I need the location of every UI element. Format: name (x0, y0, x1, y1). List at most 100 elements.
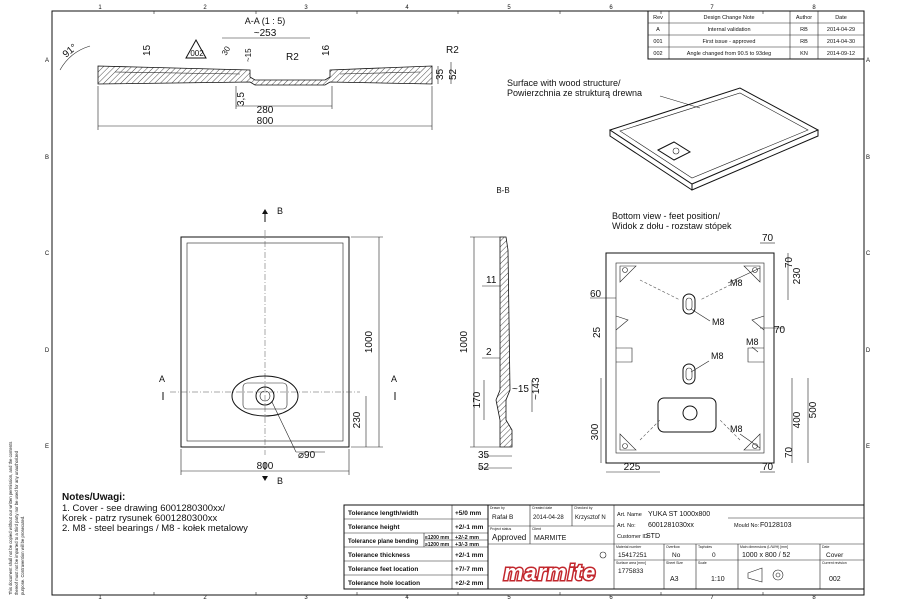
col-label: 4 (405, 595, 409, 600)
bv-dim-70a: 70 (762, 233, 774, 244)
tol-sub: ≥1200 mm (425, 542, 450, 548)
column-grid-bottom: 1 2 3 4 5 6 7 8 (98, 595, 816, 600)
dim-280: 280 (257, 105, 274, 116)
iso-label-1: Surface with wood structure/ (507, 78, 621, 88)
tb-checked: Krzysztof N (575, 515, 606, 521)
row-label: E (45, 444, 49, 450)
tb-label: Tapholes (698, 545, 712, 549)
tb-label: Drawn by (490, 506, 505, 510)
bb-dim-15: ~15 (512, 384, 529, 395)
tb-mould: F0128103 (760, 522, 792, 529)
row-label: D (45, 348, 50, 354)
bv-dim-70e: 70 (762, 462, 774, 473)
tolerance-table: Tolerance length/width +5/0 mm Tolerance… (343, 504, 489, 590)
col-label: 3 (304, 5, 308, 11)
dim-3-5: 3,5 (236, 92, 247, 106)
bv-dim-70c: 70 (774, 325, 786, 336)
notes-line: 2. M8 - steel bearings / M8 - kołek meta… (62, 523, 248, 534)
tb-label: Checked by (574, 506, 593, 510)
tb-label: Current revision (822, 561, 847, 565)
chamfer-label: 002 (190, 49, 204, 58)
rev-header: Author (796, 15, 812, 21)
top-dim-height: 1000 (364, 330, 375, 353)
rev-cell: KN (800, 51, 808, 57)
section-mark-a-right: A (391, 374, 397, 384)
m8-label: M8 (711, 351, 724, 361)
tol-label: Tolerance length/width (348, 510, 418, 517)
tol-value: +5/0 mm (455, 510, 481, 517)
tb-label: Date (822, 545, 829, 549)
tb-label: Mould No: (734, 523, 760, 529)
notes-line: Korek - patrz rysunek 6001280300xx (62, 513, 218, 524)
col-label: 7 (710, 5, 714, 11)
tol-value: +7/-7 mm (455, 566, 484, 573)
tb-label: Material number (616, 545, 642, 549)
tb-client: MARMITE (534, 535, 567, 542)
tol-label: Tolerance feet location (348, 566, 418, 573)
bb-dim-35: 35 (478, 450, 490, 461)
dim-r2b: R2 (446, 45, 459, 56)
bb-dim-52: 52 (478, 462, 490, 473)
row-label: D (866, 348, 871, 354)
rev-cell: RB (800, 27, 808, 33)
tb-status: Approved (492, 533, 526, 542)
dim-800: 800 (257, 116, 274, 127)
tol-label: Tolerance height (348, 524, 400, 531)
section-aa-profile (97, 65, 433, 86)
tb-drawn-by: Rafał B (492, 514, 513, 521)
dim-35: 35 (435, 68, 446, 80)
tol-label: Tolerance hole location (348, 580, 420, 587)
bb-dim-170: 170 (472, 391, 483, 408)
title-block: Drawn by Rafał B Created date 2014-04-28… (487, 504, 865, 590)
rev-header: Rev (653, 15, 663, 21)
notes-line: 1. Cover - see drawing 6001280300xx/ (62, 503, 226, 514)
rev-header: Design Change Note (703, 15, 754, 21)
row-label: B (45, 155, 49, 161)
col-label: 1 (98, 5, 102, 11)
tb-label: Art. No: (617, 523, 636, 529)
tb-revision: 002 (829, 576, 841, 583)
tb-label: Project status (490, 527, 511, 531)
tb-art-name: YUKA ST 1000x800 (648, 511, 710, 518)
bv-dim-400: 400 (792, 411, 803, 428)
marmite-logo: marmite (502, 551, 607, 587)
bv-dim-70b: 70 (784, 256, 795, 268)
m8-label: M8 (730, 424, 743, 434)
col-label: 6 (609, 595, 613, 600)
notes-title: Notes/Uwagi: (62, 492, 125, 503)
legal-line: thereof must not be imparted to a third … (14, 450, 19, 595)
iso-label-2: Powierzchnia ze strukturą drewna (507, 88, 642, 98)
bv-dim-500: 500 (808, 401, 819, 418)
rev-cell: 2014-04-29 (827, 27, 855, 33)
tol-sub: ≤1200 mm (425, 535, 450, 541)
row-label: A (866, 58, 870, 64)
rev-cell: Internal validation (707, 27, 750, 33)
tb-label: Art. Name (617, 512, 642, 518)
section-mark-b-top: B (277, 206, 283, 216)
bv-dim-225: 225 (624, 462, 641, 473)
top-dim-230: 230 (352, 411, 363, 428)
tol-value: +3/-3 mm (455, 542, 479, 548)
bv-dim-70d: 70 (784, 446, 795, 458)
tb-label: Overflow (666, 545, 680, 549)
tb-art-no: 6001281030xx (648, 522, 694, 529)
dim-15b: ~15 (244, 48, 253, 62)
tb-material: 15417251 (618, 552, 647, 559)
tb-date: Cover (826, 552, 844, 559)
tb-label: Sheet Size (666, 561, 683, 565)
column-ticks (153, 11, 764, 595)
col-label: 6 (609, 5, 613, 11)
isometric-view: Surface with wood structure/ Powierzchni… (507, 78, 820, 191)
tol-label: Tolerance thickness (348, 552, 410, 559)
rev-cell: Angle changed from 90.5 to 93deg (687, 51, 771, 57)
rev-cell: 2014-04-30 (827, 39, 855, 45)
dim-16: 16 (321, 44, 332, 56)
row-label: C (45, 251, 50, 257)
row-label: C (866, 251, 871, 257)
top-dim-width: 800 (257, 461, 274, 472)
col-label: 1 (98, 595, 102, 600)
section-bb-title: B-B (496, 186, 509, 195)
tb-tapholes: 0 (712, 552, 716, 559)
dim-15: 15 (142, 44, 153, 56)
legal-line: purpose. Contravention will be prosecute… (20, 516, 25, 595)
